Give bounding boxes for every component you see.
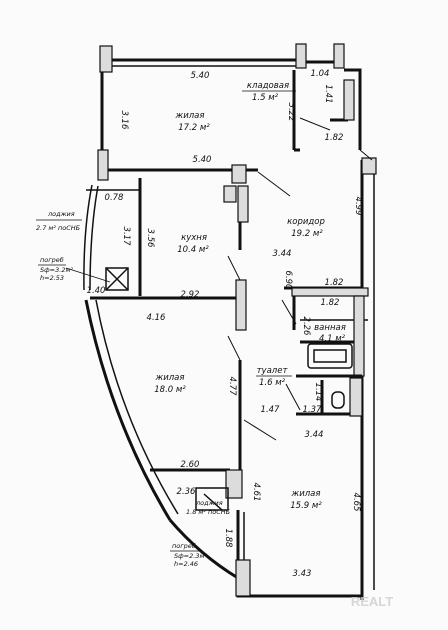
room-name-bedroom-2: жилая (155, 373, 185, 383)
dimension-label: 3.44 (305, 430, 324, 440)
wall-pier (235, 559, 251, 597)
door-swing (243, 419, 277, 441)
dimension-label: 1.41 (323, 85, 333, 104)
room-name-bathroom: ванная (314, 323, 346, 333)
dimension-label: 2.60 (181, 460, 200, 470)
door-swing (359, 149, 373, 161)
wall-pier (343, 79, 355, 121)
dimension-label: 4.65 (351, 493, 361, 512)
exterior-wall (344, 68, 362, 150)
dimension-label: 3.16 (119, 111, 129, 131)
bathtub-inner (313, 349, 347, 363)
dimension-label: 6.90 (283, 271, 293, 290)
dimension-label: 3.17 (121, 227, 131, 247)
loggia-2-outline (195, 487, 229, 511)
dimension-label: 5.40 (193, 155, 212, 165)
loggia-2-area: 1.8 м² поСНБ (186, 508, 231, 516)
loggia-1-area: 2.7 м² поСНБ (36, 224, 81, 232)
door-swing (227, 335, 241, 361)
loggia-wall (83, 184, 93, 291)
dimension-label: 4.61 (251, 483, 261, 502)
room-name-toilet: туалет (257, 366, 289, 376)
dimension-label: 1.40 (87, 286, 106, 296)
loggia-2-hatch (203, 493, 223, 511)
wall-pier (333, 43, 345, 69)
exterior-wall-curved (168, 519, 239, 580)
room-name-bedroom-1: жилая (175, 111, 205, 121)
wall-pier (235, 279, 247, 331)
door-swing (227, 255, 241, 281)
loggia-2-title: лоджия (195, 499, 223, 507)
dimension-label: 1.82 (325, 133, 344, 143)
wall-pier (353, 295, 365, 377)
wall-pier (97, 149, 109, 181)
room-name-kitchen: кухня (181, 233, 207, 243)
dimension-label: 2.26 (301, 317, 311, 337)
cellar-hatch-cross (105, 267, 129, 291)
room-area-bedroom-3: 15.9 м² (290, 501, 322, 511)
dimension-label: 5.40 (191, 71, 210, 81)
wall-pier (361, 157, 377, 175)
room-area-bathroom: 4.1 м² (319, 334, 346, 344)
cellar-hatch (105, 267, 129, 291)
room-area-corridor: 19.2 м² (291, 229, 323, 239)
exterior-wall-curved-inner (95, 299, 179, 515)
wall-pier (225, 469, 243, 499)
dimension-label: 4.16 (147, 313, 167, 323)
loggia-wall (89, 185, 99, 291)
room-area-bedroom-2: 18.0 м² (154, 385, 186, 395)
cellar-2-area: Sф=2.3м² (174, 552, 207, 560)
dimension-label: 4.99 (353, 197, 363, 216)
dimension-label: 3.43 (293, 569, 312, 579)
dimension-label: 1.88 (223, 529, 233, 549)
dimension-label: 4.77 (227, 377, 237, 397)
wall-pier (237, 185, 249, 223)
room-area-storage: 1.5 м² (252, 93, 279, 103)
cellar-2-title: погреб (172, 542, 196, 550)
cellar-1-title: погреб (40, 256, 64, 264)
room-name-storage: кладовая (247, 81, 289, 91)
dimension-label: 3.56 (145, 229, 155, 249)
door-swing (285, 383, 301, 411)
exterior-wall (236, 510, 362, 598)
wall-pier (295, 43, 307, 69)
dimension-label: 2.92 (181, 290, 200, 300)
room-area-toilet: 1.6 м² (259, 378, 286, 388)
dimension-label: 3.22 (286, 103, 296, 122)
room-area-kitchen: 10.4 м² (177, 245, 209, 255)
dimension-label: 3.44 (273, 249, 292, 259)
leader-line (65, 267, 111, 283)
wall-pier (99, 45, 113, 73)
dimension-label: 1.47 (261, 405, 281, 415)
dimension-label: 1.04 (311, 69, 330, 79)
dimension-label: 1.37 (303, 405, 323, 415)
room-area-bedroom-1: 17.2 м² (178, 123, 210, 133)
watermark: REALT (351, 594, 393, 609)
loggia-1-title: лоджия (47, 210, 75, 218)
wall-pier (349, 377, 363, 417)
door-swing (257, 171, 291, 197)
bathtub (307, 343, 353, 369)
door-swing (281, 299, 297, 325)
wall-pier (291, 287, 369, 297)
dimension-label: 1.82 (325, 278, 344, 288)
wall-pier (231, 164, 247, 184)
cellar-2-height: h=2.46 (174, 560, 198, 568)
dimension-label: 1.82 (321, 298, 340, 308)
ventilation-shaft (223, 185, 237, 203)
room-name-bedroom-3: жилая (291, 489, 321, 499)
dimension-label: 2.36 (177, 487, 197, 497)
cellar-1-height: h=2.53 (40, 274, 64, 282)
dimension-label: 0.78 (105, 193, 125, 203)
exterior-wall-curved (84, 299, 172, 521)
room-name-corridor: коридор (287, 217, 325, 227)
toilet-fixture (331, 391, 345, 409)
cellar-1-area: Sф=3.2м² (40, 266, 73, 274)
door-swing (299, 117, 331, 131)
dimension-label: 1.14 (313, 383, 323, 402)
